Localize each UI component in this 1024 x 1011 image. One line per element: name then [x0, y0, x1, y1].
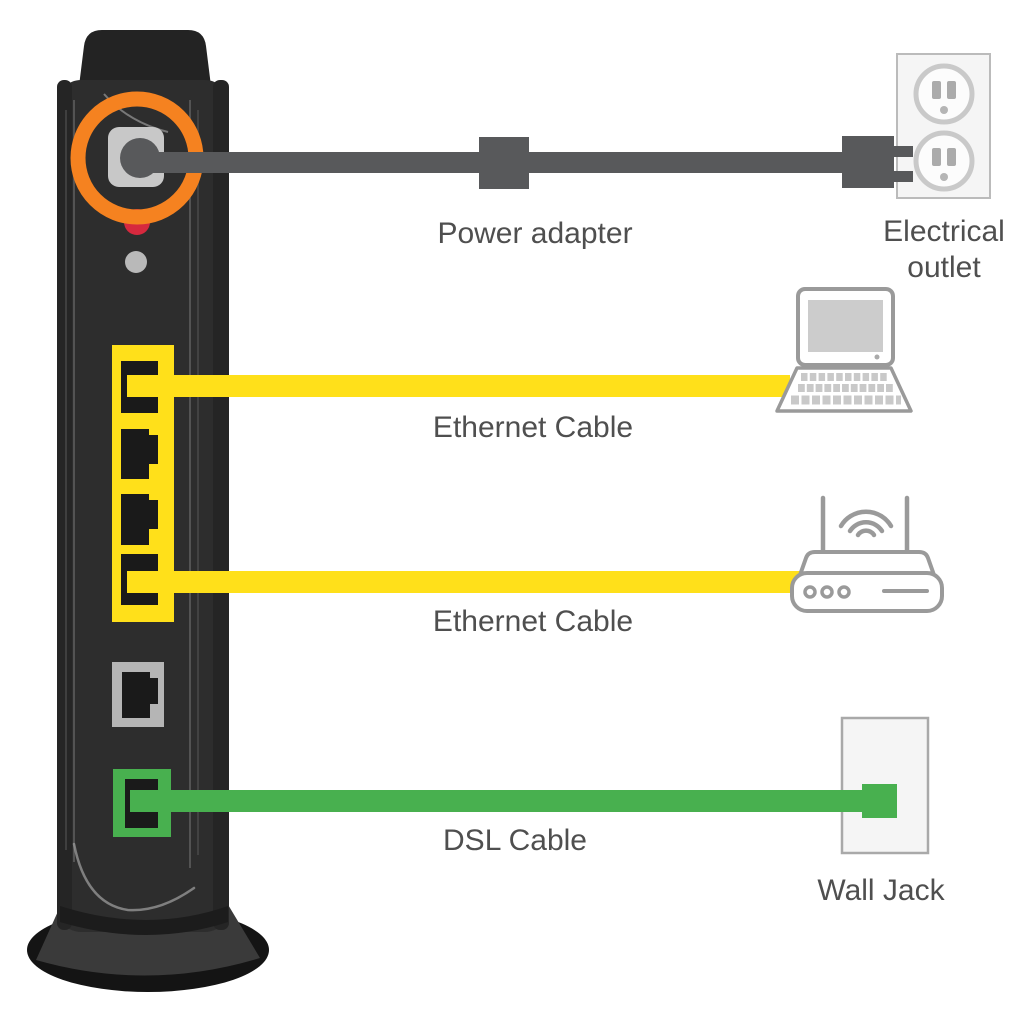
lan-port-gray — [112, 662, 164, 727]
laptop-icon — [127, 287, 913, 413]
status-dot — [125, 251, 147, 273]
wall-jack-label: Wall Jack — [817, 874, 945, 907]
ethernet-cable-2 — [127, 571, 800, 593]
ethernet-cable-2-label: Ethernet Cable — [432, 605, 634, 638]
dsl-cable — [130, 784, 897, 818]
dsl-cable-label: DSL Cable — [443, 824, 587, 857]
wall-jack-connector — [862, 784, 897, 818]
ethernet-cable-1 — [127, 375, 790, 397]
ethernet-cable-1-label: Ethernet Cable — [432, 411, 634, 444]
electrical-outlet-label: Electrical outlet — [883, 215, 1005, 284]
power-adapter-label: Power adapter — [437, 217, 633, 250]
wireless-router-icon — [127, 495, 944, 613]
power-cable — [140, 136, 913, 189]
ethernet-ports — [112, 345, 175, 622]
